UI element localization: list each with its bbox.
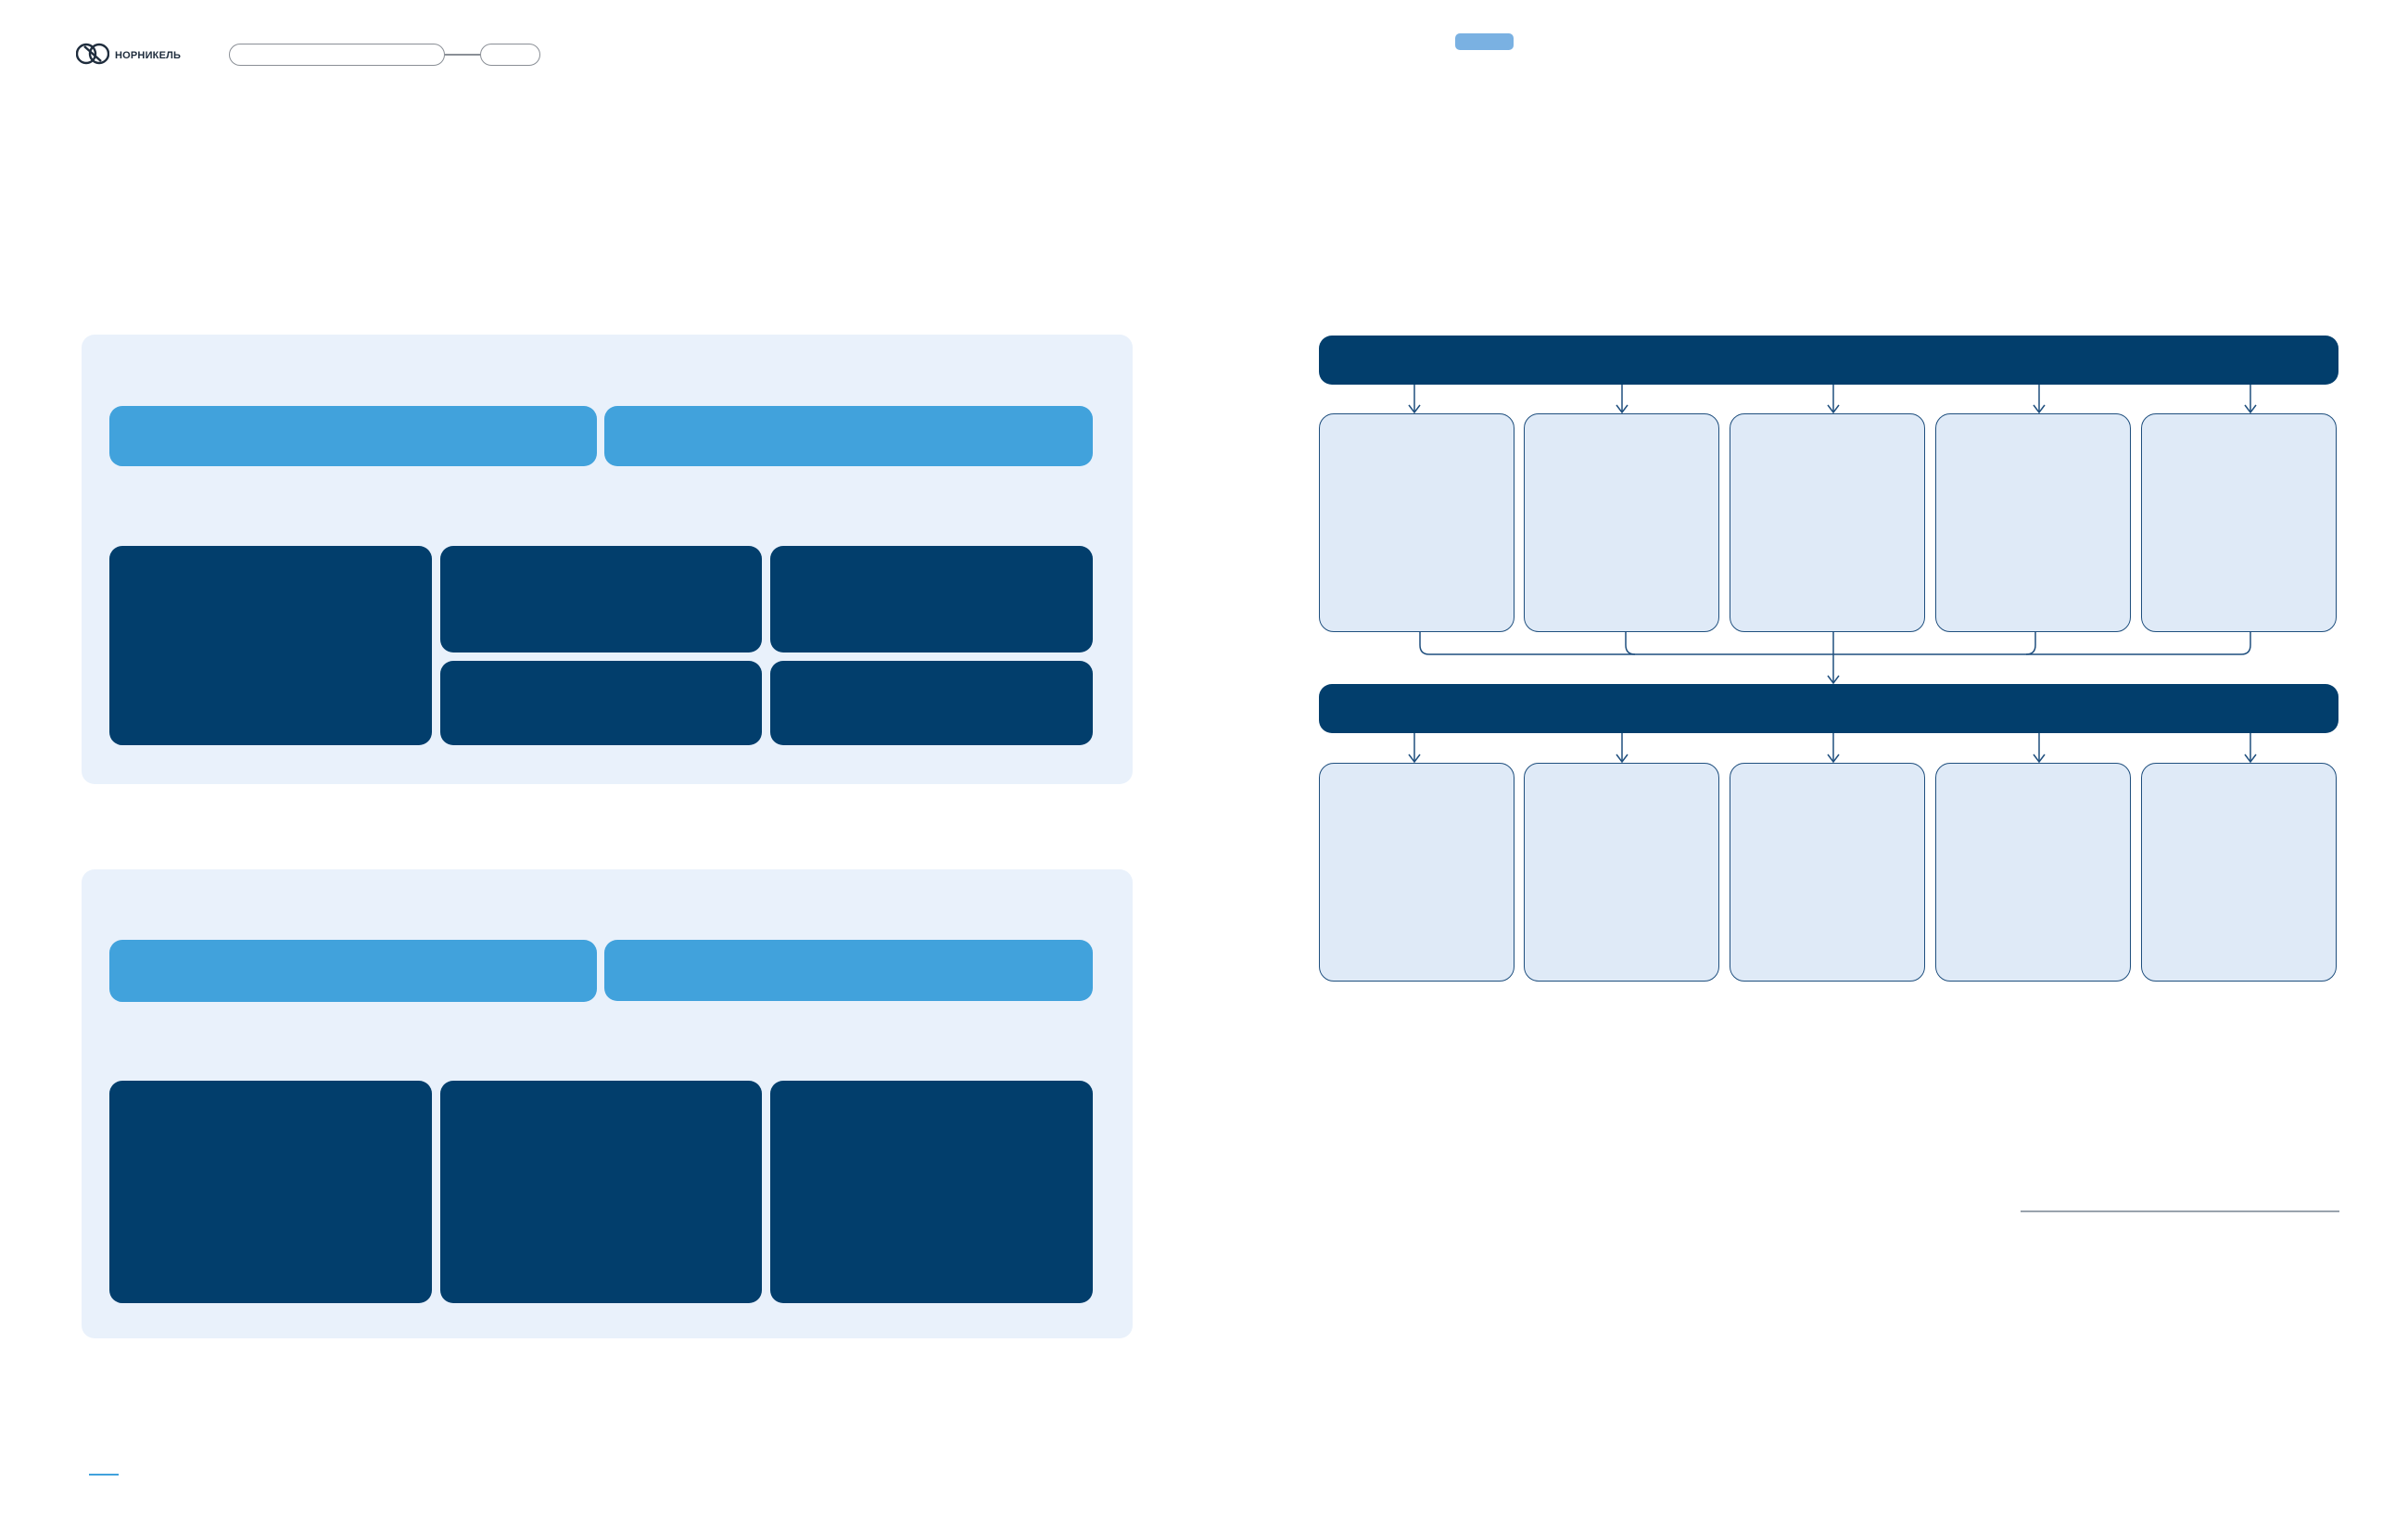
panel-bottom-block-2 [440,1081,762,1303]
arrow-down-icon [1616,733,1629,764]
logo-text: НОРНИКЕЛЬ [115,50,182,61]
panel-top-header-left [109,406,597,466]
arrow-down-icon [1827,385,1840,414]
arrow-down-icon [1408,385,1421,414]
arrow-down-icon [1616,385,1629,414]
section-tag[interactable] [1455,33,1514,50]
nornickel-logo-icon [75,41,110,71]
diagram-card-top-4 [1935,413,2131,632]
panel-top-block-mid-upper [440,546,762,652]
page-number-marker [89,1474,119,1476]
arrow-down-icon [2244,385,2257,414]
panel-bottom-block-3 [770,1081,1093,1303]
footnote-divider [2021,1210,2339,1212]
diagram-card-bottom-4 [1935,763,2131,982]
arrow-down-icon [1827,733,1840,764]
section-nav-pill[interactable] [229,44,445,66]
diagram-card-bottom-3 [1730,763,1925,982]
diagram-card-top-5 [2141,413,2337,632]
panel-bottom-header-right [604,940,1093,1001]
diagram-card-top-3 [1730,413,1925,632]
company-logo[interactable]: НОРНИКЕЛЬ [75,41,187,71]
diagram-card-bottom-5 [2141,763,2337,982]
arrow-down-icon [2033,733,2046,764]
panel-top-header-right [604,406,1093,466]
diagram-card-bottom-2 [1524,763,1719,982]
panel-bottom-block-1 [109,1081,432,1303]
diagram-middle-bar [1319,684,2338,733]
panel-top-block-right-upper [770,546,1093,652]
panel-top-block-right-lower [770,661,1093,745]
diagram-card-top-1 [1319,413,1515,632]
arrow-down-icon [2244,733,2257,764]
panel-top-block-large [109,546,432,745]
diagram-card-top-2 [1524,413,1719,632]
panel-top-block-mid-lower [440,661,762,745]
diagram-top-bar [1319,336,2338,385]
nav-connector [445,54,480,56]
panel-bottom-header-left [109,940,597,1002]
subsection-nav-pill[interactable] [480,44,540,66]
diagram-card-bottom-1 [1319,763,1515,982]
arrow-down-icon [1408,733,1421,764]
arrow-down-icon [2033,385,2046,414]
